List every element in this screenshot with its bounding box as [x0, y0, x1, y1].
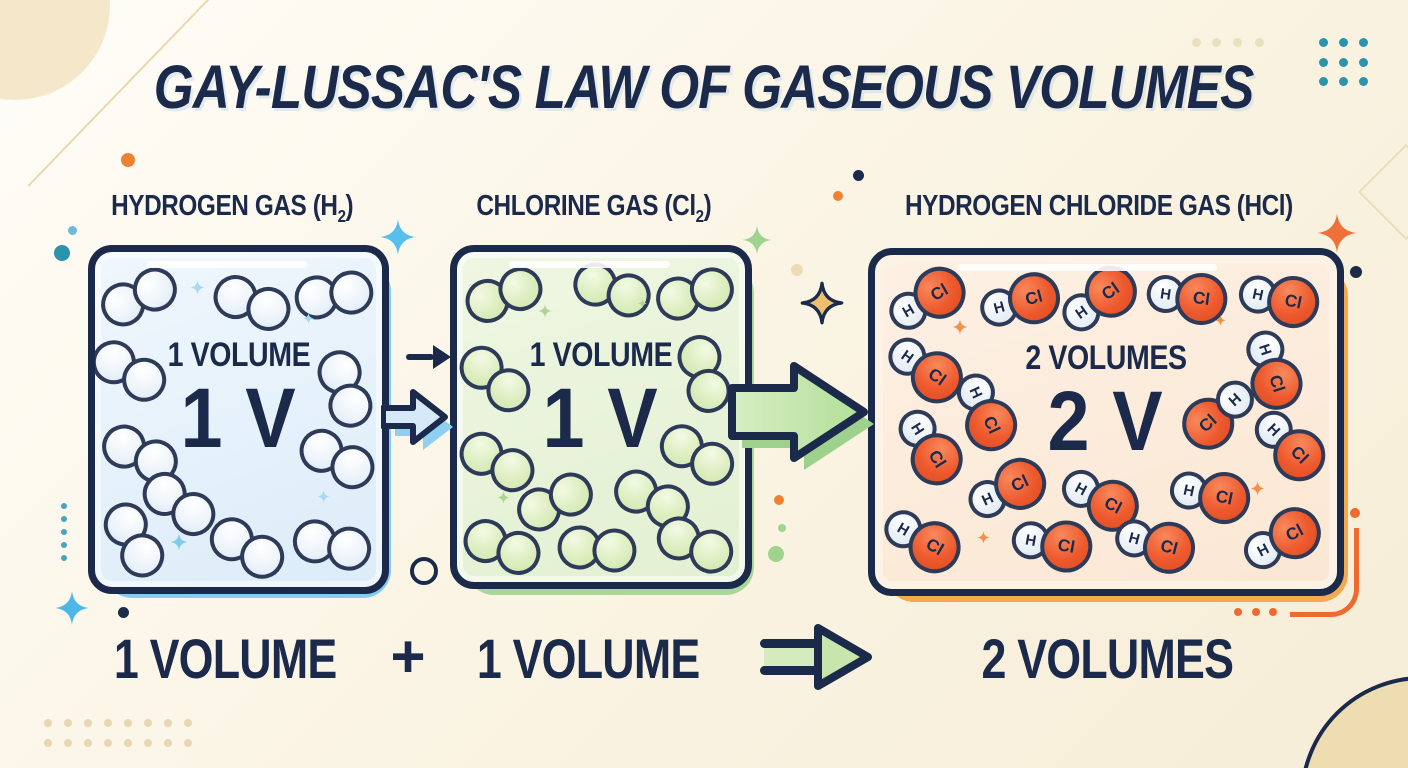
decorative-dot — [1358, 37, 1368, 47]
label-hydrogen-chloride-gas: HYDROGEN CHLORIDE GAS (HCl) — [905, 190, 1293, 222]
cl-atom: Cl — [1171, 269, 1231, 329]
cl2-molecule — [650, 509, 740, 581]
decorative-dot — [1191, 37, 1201, 47]
label-chlorine-gas: CHLORINE GAS (Cl2) — [476, 190, 712, 226]
hcl-volume-value: 2 V — [1047, 374, 1165, 468]
cl2-molecule — [651, 262, 739, 326]
decorative-dot — [1211, 37, 1221, 47]
decorative-dot — [833, 191, 843, 201]
h2-molecule — [291, 267, 377, 323]
small-right-arrow-icon — [406, 345, 451, 369]
decorative-dot — [1269, 608, 1277, 616]
h2-molecule — [95, 260, 185, 334]
decorative-dot — [1254, 37, 1264, 47]
decorative-dot — [61, 555, 67, 561]
decorative-dot — [104, 739, 112, 747]
sparkle-icon — [799, 280, 845, 326]
decorative-dot — [164, 719, 172, 727]
hydrogen-volume-value: 1 V — [180, 371, 297, 465]
chlorine-atom — [590, 526, 639, 575]
decorative-dot — [61, 529, 67, 535]
gloss-highlight — [508, 261, 671, 268]
sparkle-icon — [377, 216, 419, 258]
decorative-dot — [61, 516, 67, 522]
sparkle-icon — [52, 588, 92, 628]
decorative-dot — [84, 719, 92, 727]
decorative-dot — [1234, 608, 1242, 616]
decorative-dot — [184, 739, 192, 747]
decorative-dot — [64, 719, 72, 727]
decorative-dot — [44, 739, 52, 747]
hcl-volume-label: 2 VOLUMES — [1025, 339, 1187, 377]
decorative-dot — [124, 739, 132, 747]
decorative-dot — [67, 225, 77, 235]
decorative-dot — [124, 719, 132, 727]
equation-term-2: 1 VOLUME — [476, 627, 700, 690]
cl-atom: Cl — [1036, 516, 1097, 577]
hydrogen-gas-box: 1 VOLUME 1 V — [88, 245, 389, 594]
decorative-dot — [1232, 37, 1242, 47]
page-title: GAY-LUSSAC'S LAW OF GASEOUS VOLUMES — [154, 53, 1255, 121]
decorative-dot — [164, 739, 172, 747]
decorative-dot — [144, 739, 152, 747]
chlorine-volume-value: 1 V — [542, 371, 660, 465]
decorative-dot — [64, 739, 72, 747]
decorative-dot — [117, 606, 129, 618]
decorative-dot — [774, 495, 784, 505]
decorative-dot — [1318, 37, 1328, 47]
decorative-dot — [54, 245, 70, 261]
decorative-dot — [44, 719, 52, 727]
decorative-dot — [1350, 266, 1362, 278]
cl2-molecule — [555, 523, 639, 575]
cl2-molecule — [459, 260, 549, 330]
orange-corner-line — [1290, 528, 1359, 617]
equation-plus-sign: + — [390, 623, 426, 690]
decorative-dot — [778, 524, 786, 532]
decorative-dot — [144, 719, 152, 727]
equation-term-1: 1 VOLUME — [113, 627, 337, 690]
chevron-decoration — [1357, 143, 1408, 241]
hydrogen-volume-label: 1 VOLUME — [167, 336, 310, 374]
equation-result: 2 VOLUMES — [981, 627, 1234, 690]
decorative-dot — [852, 169, 864, 181]
decorative-dot — [1252, 608, 1260, 616]
decorative-dot — [84, 739, 92, 747]
equation-arrow-icon — [760, 624, 872, 690]
chlorine-gas-box: 1 VOLUME 1 V — [450, 245, 752, 589]
decorative-dot — [791, 264, 803, 276]
medium-right-arrow-icon — [381, 389, 453, 450]
ring-decoration — [410, 557, 438, 585]
background-circle-bottom-right — [1300, 676, 1408, 768]
label-hydrogen-gas: HYDROGEN GAS (H2) — [111, 190, 354, 226]
h2-molecule — [288, 515, 376, 575]
decorative-dot — [768, 546, 784, 562]
decorative-dot — [184, 719, 192, 727]
h2-molecule — [207, 268, 297, 338]
decorative-dot — [121, 153, 135, 167]
decorative-dot — [61, 542, 67, 548]
decorative-dot — [1350, 508, 1360, 518]
chlorine-volume-label: 1 VOLUME — [529, 336, 673, 374]
decorative-dot — [1338, 37, 1348, 47]
gloss-highlight — [146, 261, 308, 268]
large-green-arrow-icon — [728, 362, 874, 470]
decorative-dot — [61, 503, 67, 509]
decorative-dot — [104, 719, 112, 727]
gloss-highlight — [958, 264, 1217, 271]
